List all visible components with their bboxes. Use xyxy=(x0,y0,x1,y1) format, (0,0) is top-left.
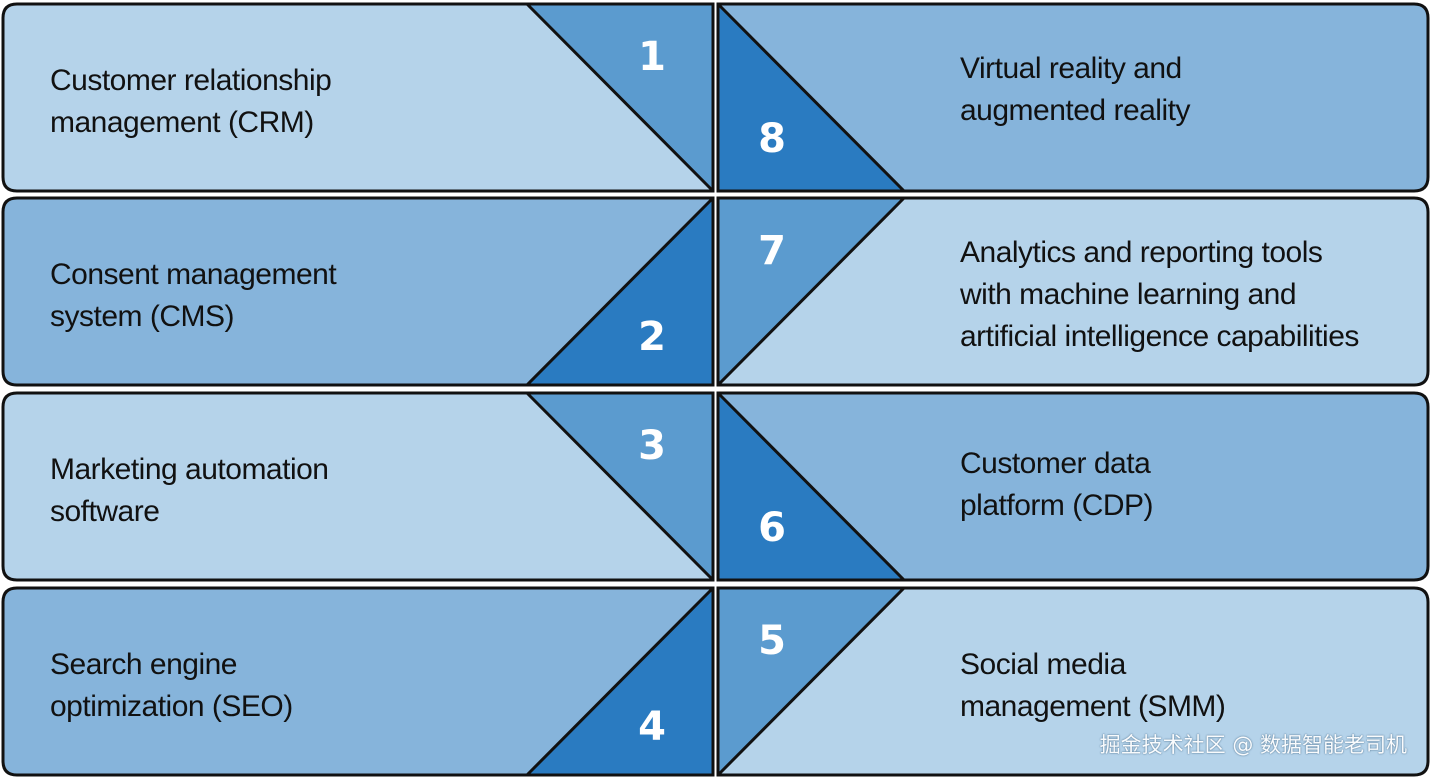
card-background xyxy=(718,588,1428,775)
card-number: 8 xyxy=(758,116,786,162)
card-outline xyxy=(1,196,715,387)
card-background xyxy=(3,4,713,191)
card-outline xyxy=(1,2,715,193)
card-outline xyxy=(1,391,715,582)
card-label-line: Customer relationship xyxy=(50,64,331,97)
card-number: 6 xyxy=(758,505,786,551)
card-label-line: augmented reality xyxy=(960,94,1190,127)
card-label-line: Analytics and reporting tools xyxy=(960,236,1322,269)
card-label-line: Social media xyxy=(960,648,1127,681)
watermark-text: 掘金技术社区 @ 数据智能老司机 xyxy=(1099,733,1407,757)
card-background xyxy=(3,588,713,775)
card-label-line: Customer data xyxy=(960,447,1151,480)
item-8: 8 Virtual reality and augmented reality xyxy=(716,2,1430,193)
card-outline xyxy=(716,2,1430,193)
card-label-line: Consent management xyxy=(50,258,337,291)
card-number: 4 xyxy=(638,704,666,750)
diagonal-divider xyxy=(525,586,715,777)
diagonal-divider xyxy=(525,2,715,193)
card-label-line: platform (CDP) xyxy=(960,489,1153,522)
card-label-line: software xyxy=(50,495,159,528)
item-4: 4 Search engine optimization (SEO) xyxy=(1,586,715,777)
card-number: 3 xyxy=(638,423,666,469)
card-label-line: optimization (SEO) xyxy=(50,690,293,723)
card-background xyxy=(718,393,1428,580)
item-6: 6 Customer data platform (CDP) xyxy=(716,391,1430,582)
card-outline xyxy=(716,196,1430,387)
card-outline xyxy=(1,586,715,777)
item-7: 7 Analytics and reporting tools with machi… xyxy=(716,196,1430,387)
card-background xyxy=(718,4,1428,191)
diagonal-divider xyxy=(525,391,715,582)
item-2: 2 Consent management system (CMS) xyxy=(1,196,715,387)
diagonal-divider xyxy=(716,586,906,777)
card-number: 1 xyxy=(638,34,666,80)
card-label-line: management (CRM) xyxy=(50,106,314,139)
card-label-line: Virtual reality and xyxy=(960,52,1182,85)
card-number: 7 xyxy=(758,228,786,274)
diagonal-divider xyxy=(716,196,906,387)
card-outline xyxy=(716,391,1430,582)
card-background xyxy=(718,198,1428,385)
card-outline xyxy=(716,586,1430,777)
card-label-line: management (SMM) xyxy=(960,690,1225,723)
card-label-line: system (CMS) xyxy=(50,300,234,333)
diagonal-divider xyxy=(716,391,906,582)
card-background xyxy=(3,198,713,385)
card-label-line: Search engine xyxy=(50,648,237,681)
card-number: 2 xyxy=(638,314,666,360)
card-label-line: artificial intelligence capabilities xyxy=(960,320,1359,353)
diagonal-divider xyxy=(525,196,715,387)
diagonal-divider xyxy=(716,2,906,193)
card-number: 5 xyxy=(758,618,786,664)
card-label-line: Marketing automation xyxy=(50,453,329,486)
card-label-line: with machine learning and xyxy=(959,278,1296,311)
card-background xyxy=(3,393,713,580)
